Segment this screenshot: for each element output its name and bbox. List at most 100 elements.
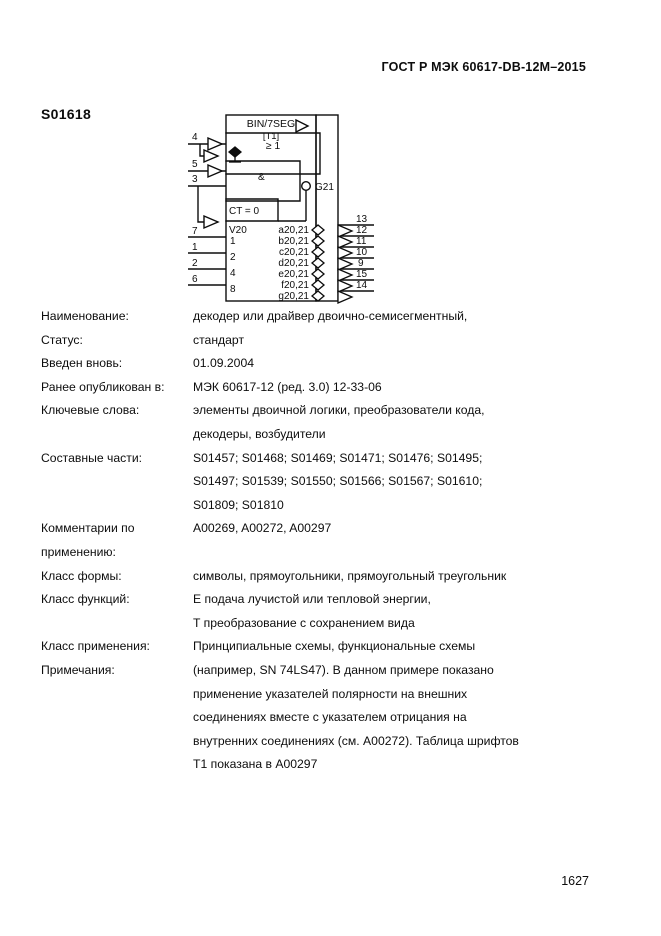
document-standard-header: ГОСТ Р МЭК 60617-DB-12M–2015: [381, 60, 586, 74]
weighted-input-lines: [188, 236, 226, 286]
pin-label-weight-3: 6: [192, 274, 198, 285]
property-row-status: Статус: стандарт: [41, 329, 601, 353]
pin-label-weight-0: 7: [192, 226, 198, 237]
property-value-status: стандарт: [193, 329, 601, 353]
property-value-application-class: Принципиальные схемы, функциональные схе…: [193, 635, 601, 659]
weight-label-0: 1: [230, 236, 236, 247]
property-value-keywords: элементы двоичной логики, преобразовател…: [193, 399, 601, 446]
pin-label-top-0: 4: [192, 132, 198, 143]
value-line: МЭК 60617-12 (ред. 3.0) 12-33-06: [193, 379, 382, 394]
polarity-triangle-pin-5: [207, 163, 224, 179]
polarity-triangle-ct: [203, 214, 220, 230]
weight-label-3: 8: [230, 284, 236, 295]
property-label-application-comments: Комментарии по применению:: [41, 521, 135, 559]
output-pin-0: 13: [356, 214, 368, 225]
and-gate-block: [225, 160, 301, 202]
pin-label-top-1: 5: [192, 159, 198, 170]
property-row-introduced: Введен вновь: 01.09.2004: [41, 352, 601, 376]
value-line: E подача лучистой или тепловой энергии,: [193, 592, 431, 607]
value-line: A00269, A00272, A00297: [193, 521, 332, 536]
property-row-form-class: Класс формы: символы, прямоугольники, пр…: [41, 565, 601, 589]
value-line: элементы двоичной логики, преобразовател…: [193, 403, 485, 418]
g21-circle: [300, 180, 311, 191]
diagram-title: BIN/7SEG: [247, 118, 295, 130]
polarity-triangle-pin-4: [207, 136, 224, 152]
property-label-form-class: Класс формы:: [41, 568, 122, 583]
value-line: символы, прямоугольники, прямоугольный т…: [193, 568, 507, 583]
internal-negation-marker: [227, 146, 243, 163]
property-label-name: Наименование:: [41, 309, 129, 323]
property-label-introduced: Введен вновь:: [41, 356, 123, 371]
page-title: S01618: [41, 106, 92, 122]
property-value-function-class: E подача лучистой или тепловой энергии, …: [193, 588, 601, 635]
output-label-3: d20,21: [278, 258, 309, 269]
property-table: Наименование: декодер или драйвер двоичн…: [41, 305, 601, 777]
output-pin-2: 11: [356, 236, 367, 247]
property-value-components: S01457; S01468; S01469; S01471; S01476; …: [193, 447, 601, 518]
property-row-application-comments: Комментарии по применению: A00269, A0027…: [41, 517, 601, 564]
property-label-notes: Примечания:: [41, 662, 115, 677]
weight-label-2: 4: [230, 268, 236, 279]
value-line: декодер или драйвер двоично-семисегментн…: [193, 309, 468, 323]
property-row-previously-published: Ранее опубликован в: МЭК 60617-12 (ред. …: [41, 376, 601, 400]
output-label-1: b20,21: [278, 236, 309, 247]
weight-group-label: V20: [229, 225, 247, 236]
value-line: (например, SN 74LS47). В данном примере …: [193, 662, 494, 677]
value-line: T1 показана в A00297: [193, 757, 318, 772]
value-line: соединениях вместе с указателем отрицани…: [193, 710, 467, 725]
output-label-6: g20,21: [278, 291, 309, 302]
input-branch-pin-3: [197, 186, 218, 223]
and-gate-label: &: [258, 172, 265, 183]
or-gate-label: ≥ 1: [266, 140, 281, 152]
value-line: внутренних соединениях (см. A00272). Таб…: [193, 733, 519, 748]
property-row-application-class: Класс применения: Принципиальные схемы, …: [41, 635, 601, 659]
property-value-previously-published: МЭК 60617-12 (ред. 3.0) 12-33-06: [193, 376, 601, 400]
polarity-triangle-inner: [203, 148, 220, 164]
value-line: S01809; S01810: [193, 497, 284, 512]
property-value-notes: (например, SN 74LS47). В данном примере …: [193, 659, 601, 777]
output-label-0: a20,21: [278, 225, 309, 236]
g21-control-output: [278, 180, 311, 222]
output-lines: [310, 224, 374, 304]
property-label-function-class: Класс функций:: [41, 592, 130, 607]
value-line: S01457; S01468; S01469; S01471; S01476; …: [193, 450, 483, 465]
counter-reset-block: [225, 198, 279, 222]
pin-label-weight-1: 1: [192, 242, 198, 253]
property-row-notes: Примечания: (например, SN 74LS47). В дан…: [41, 659, 601, 777]
property-value-application-comments: A00269, A00272, A00297: [193, 517, 601, 541]
property-row-keywords: Ключевые слова: элементы двоичной логики…: [41, 399, 601, 446]
property-value-form-class: символы, прямоугольники, прямоугольный т…: [193, 565, 601, 589]
output-label-5: f20,21: [281, 280, 309, 291]
output-pin-1: 12: [356, 225, 368, 236]
pin-label-top-2: 3: [192, 174, 198, 185]
property-row-name: Наименование: декодер или драйвер двоичн…: [41, 305, 601, 329]
property-row-function-class: Класс функций: E подача лучистой или теп…: [41, 588, 601, 635]
g21-label: G21: [315, 182, 334, 193]
pin-label-weight-2: 2: [192, 258, 198, 269]
property-row-components: Составные части: S01457; S01468; S01469;…: [41, 447, 601, 518]
property-label-keywords: Ключевые слова:: [41, 403, 140, 418]
property-label-application-class: Класс применения:: [41, 639, 150, 654]
property-label-status: Статус:: [41, 332, 83, 347]
output-column-outline: [315, 114, 339, 302]
output-label-4: e20,21: [278, 269, 309, 280]
counter-label: CT = 0: [229, 206, 260, 217]
property-label-previously-published: Ранее опубликован в:: [41, 379, 165, 394]
weight-label-1: 2: [230, 252, 236, 263]
value-line: декодеры, возбудители: [193, 426, 326, 441]
value-line: стандарт: [193, 332, 245, 347]
circuit-diagram: BIN/7SEG [T1] ≥ 1 & CT = 0 V20 G21 4 5 3…: [178, 104, 390, 309]
value-line: T преобразование с сохранением вида: [193, 615, 415, 630]
value-line: Принципиальные схемы, функциональные схе…: [193, 639, 476, 654]
output-pin-4: 9: [358, 258, 364, 269]
property-value-name: декодер или драйвер двоично-семисегментн…: [193, 305, 601, 329]
amplifier-triangle-icon: [295, 118, 310, 134]
page-number: 1627: [561, 874, 589, 888]
value-line: S01497; S01539; S01550; S01566; S01567; …: [193, 474, 483, 489]
value-line: 01.09.2004: [193, 356, 254, 371]
binary-to-7segment-decoder-symbol: BIN/7SEG [T1] ≥ 1 & CT = 0 V20 G21 4 5 3…: [188, 114, 374, 304]
output-pin-5: 15: [356, 269, 368, 280]
diagram-title-qualifier: [T1]: [263, 131, 279, 142]
property-label-components: Составные части:: [41, 450, 143, 465]
